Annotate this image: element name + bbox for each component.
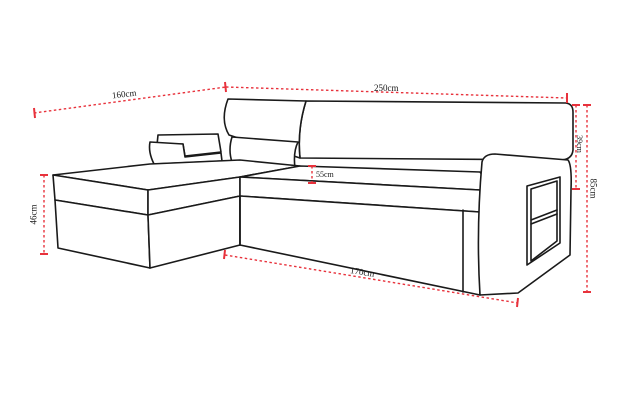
label-seat-depth: 55cm: [316, 170, 334, 179]
dim-line-total-width: [225, 86, 568, 99]
label-total-width: 250cm: [374, 83, 399, 93]
armrest-storage-outer: [526, 176, 561, 266]
main-seat-base: [239, 195, 481, 296]
headrest-front: [148, 141, 223, 165]
label-total-height: 85cm: [588, 178, 599, 199]
dim-line-chaise-depth: [33, 86, 227, 114]
dim-line-seat-length: [224, 254, 519, 304]
armrest-storage-inner: [530, 180, 558, 262]
label-backrest-height: 39cm: [574, 135, 584, 153]
dim-tick: [223, 249, 226, 260]
armrest-storage-divider-2: [530, 213, 558, 225]
dim-tick: [33, 107, 36, 119]
label-seat-height: 46cm: [28, 204, 39, 225]
dim-tick: [516, 297, 519, 308]
dim-tick: [224, 81, 227, 93]
armrest-storage-divider: [530, 209, 558, 221]
backrest-right: [298, 100, 574, 161]
